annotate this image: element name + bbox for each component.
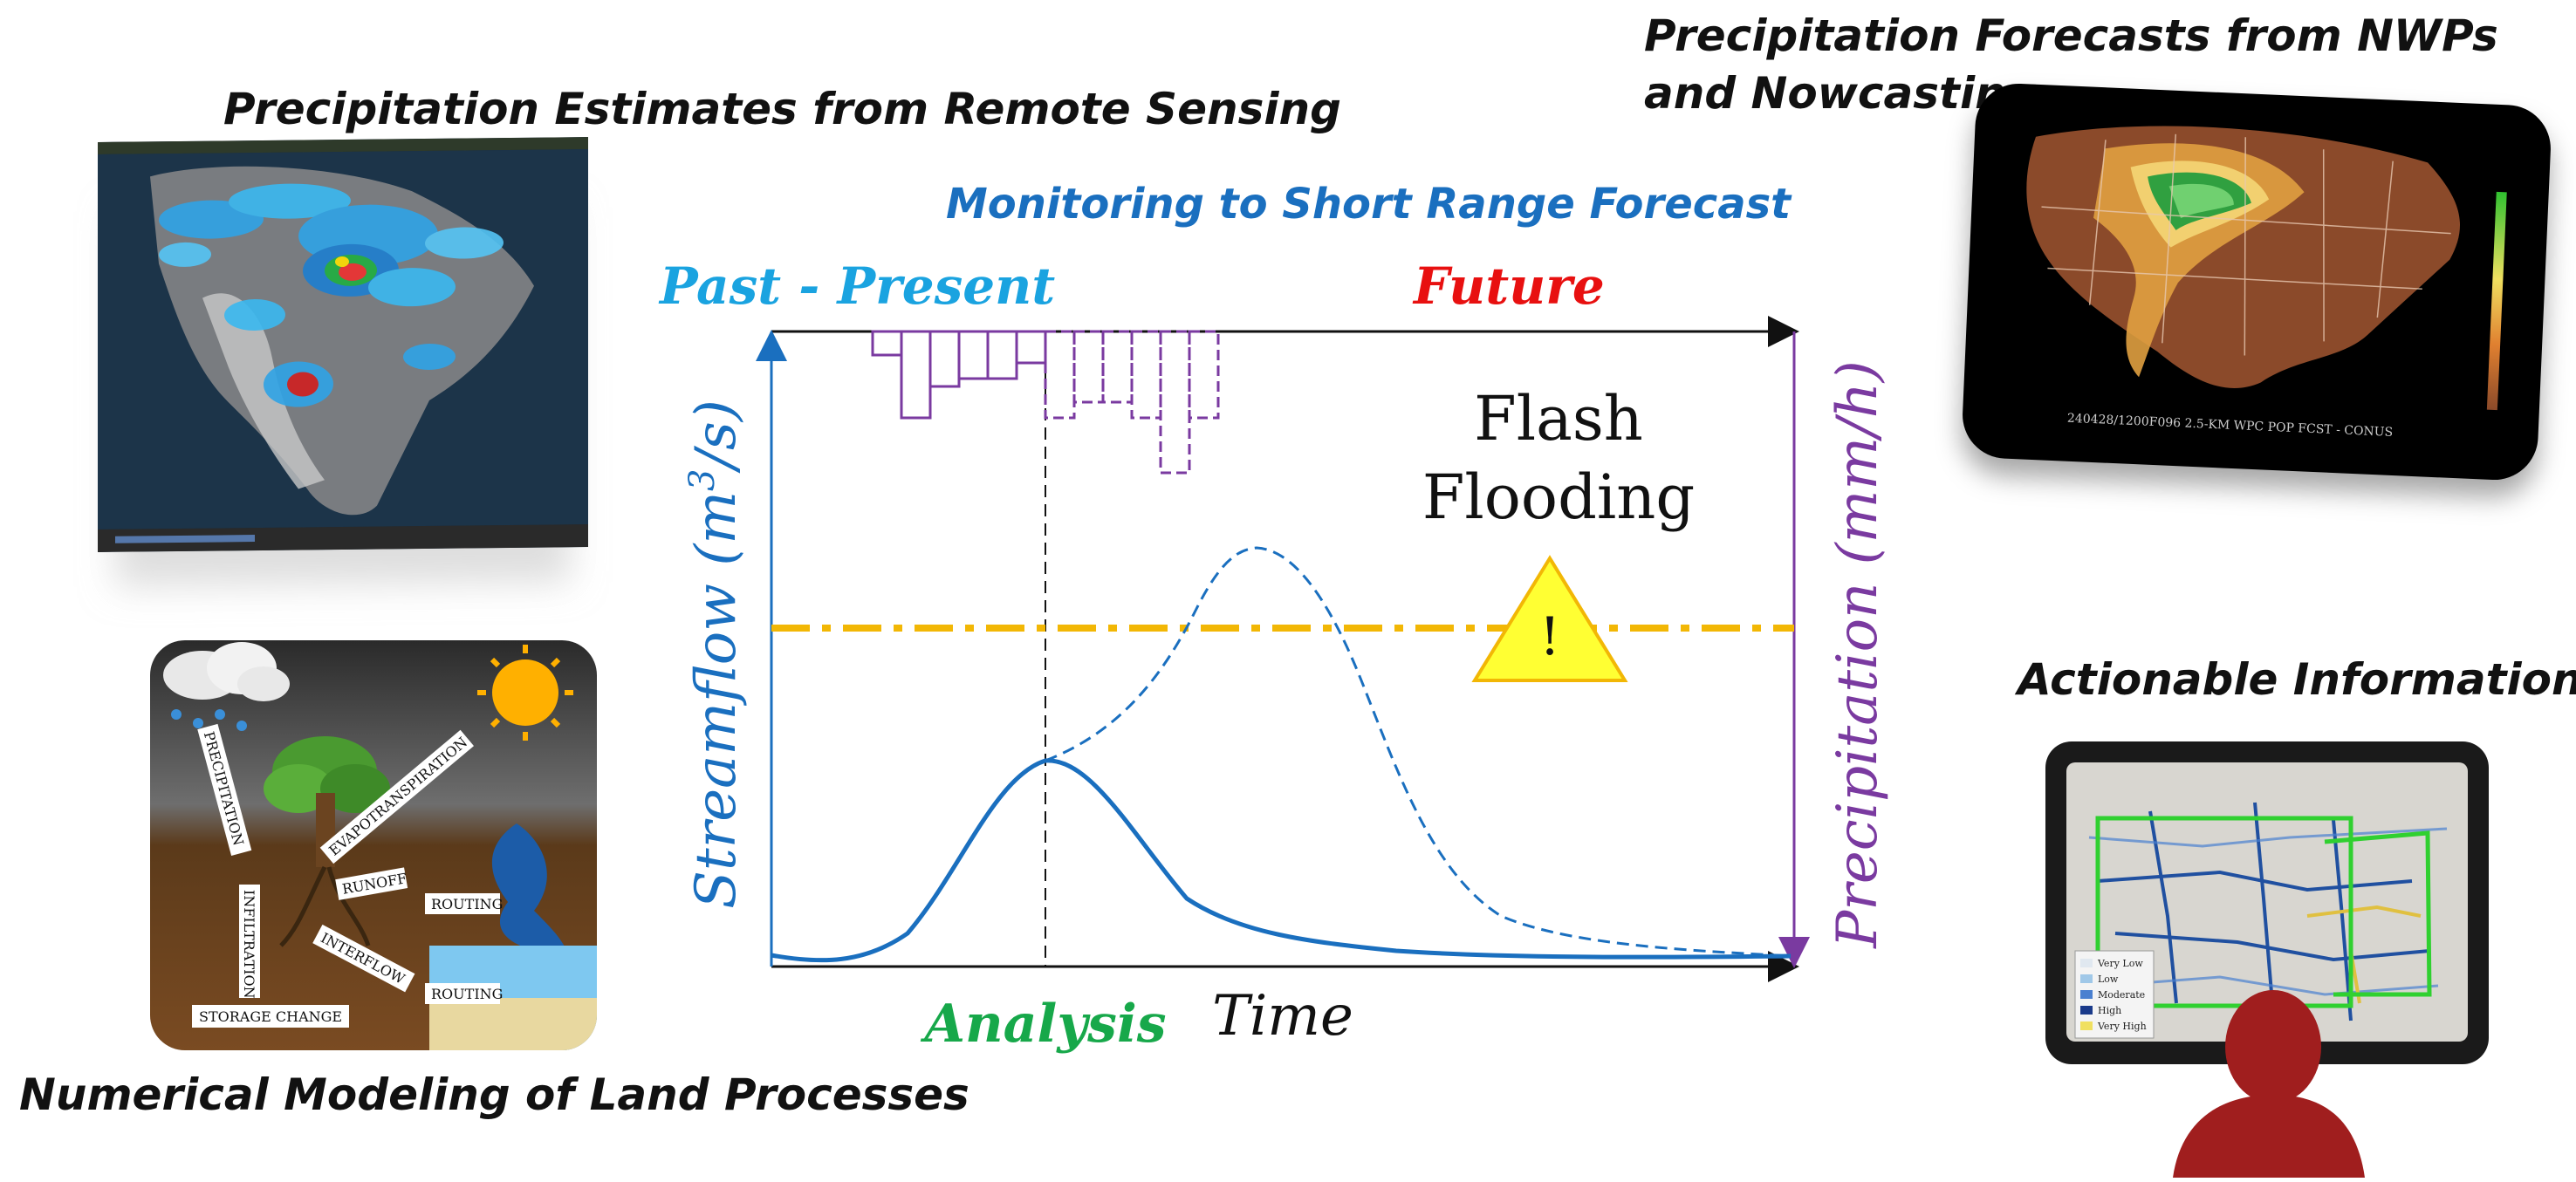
warning-icon: [1471, 555, 1628, 682]
nwp-heading-line2: and Nowcasting: [1644, 68, 2038, 119]
modeling-heading: Numerical Modeling of Land Processes: [19, 1069, 969, 1120]
forecast-precip-bar-4: [1130, 330, 1162, 420]
forecast-precip-bars: [1044, 330, 1220, 475]
observed-streamflow-curve: [771, 758, 1792, 963]
label-storage-change: STORAGE CHANGE: [199, 1008, 342, 1025]
flooding-label: Flooding: [1422, 461, 1695, 533]
remote-sensing-image: [98, 137, 588, 552]
satellite-precip-map: [98, 137, 588, 552]
observed-precip-bar-2: [900, 330, 932, 420]
chart-top-title: Monitoring to Short Range Forecast: [946, 180, 1792, 229]
hydrology-model-image: PRECIPITATION EVAPOTRANSPIRATION INFILTR…: [150, 640, 597, 1050]
observed-precip-bar-5: [986, 330, 1018, 380]
cloud-icon: [163, 642, 290, 731]
precipitation-axis-label: Precipitation (mm/h): [1826, 360, 1890, 949]
past-present-label: Past - Present: [660, 256, 1056, 316]
analysis-label: Analysis: [920, 994, 1166, 1055]
label-routing-2: ROUTING: [431, 986, 503, 1002]
sun-icon: [477, 645, 573, 741]
warning-symbol: !: [1539, 606, 1560, 667]
legend-high: High: [2098, 1005, 2121, 1016]
forecast-precip-bar-2: [1072, 330, 1105, 404]
forecast-precip-bar-1: [1044, 330, 1076, 420]
water-body-icon: [491, 823, 569, 954]
streamflow-axis-label: Streamflow (m3/s): [682, 400, 749, 909]
legend-moderate: Moderate: [2098, 989, 2145, 1001]
nwp-forecast-image: 240428/1200F096 2.5-KM WPC POP FCST - CO…: [1960, 81, 2553, 482]
observed-precip-bars: [871, 330, 1047, 420]
label-infiltration: INFILTRATION: [241, 890, 257, 999]
forecast-precip-bar-5: [1159, 330, 1191, 475]
observed-precip-bar-1: [871, 330, 903, 357]
label-routing-1: ROUTING: [431, 896, 503, 912]
forecast-precip-bar-3: [1101, 330, 1134, 404]
legend-very-high: Very High: [2097, 1021, 2147, 1032]
observed-precip-bar-6: [1015, 330, 1047, 365]
observed-precip-bar-3: [928, 330, 961, 388]
flash-label: Flash: [1474, 383, 1643, 454]
observed-precip-bar-4: [957, 330, 990, 380]
forecast-streamflow-curve: [1045, 546, 1792, 958]
time-axis-label: Time: [1212, 984, 1353, 1049]
nwp-heading-line1: Precipitation Forecasts from NWPs: [1644, 10, 2498, 61]
future-label: Future: [1414, 256, 1605, 316]
forecast-precip-bar-6: [1188, 330, 1220, 420]
remote-sensing-heading: Precipitation Estimates from Remote Sens…: [223, 84, 1341, 134]
actionable-heading: Actionable Information: [2018, 654, 2576, 705]
person-silhouette: [2155, 986, 2374, 1178]
legend-very-low: Very Low: [2097, 958, 2143, 969]
legend-low: Low: [2098, 974, 2119, 985]
tree-icon: [264, 736, 390, 947]
tablet-map-image: Very Low Low Moderate High Very High: [2045, 741, 2489, 1064]
